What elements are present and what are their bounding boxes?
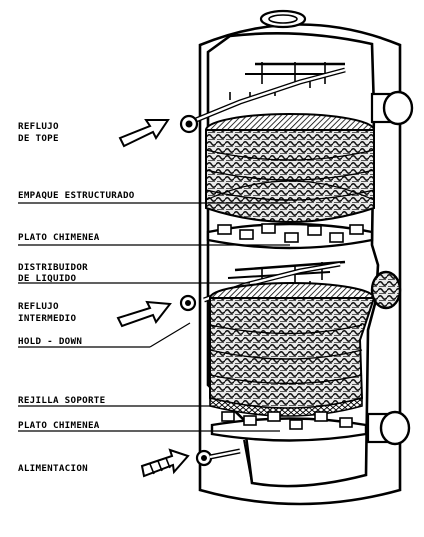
feed-arrow-icon bbox=[140, 448, 190, 478]
label-distribuidor-line1: DISTRIBUIDOR bbox=[18, 262, 88, 273]
label-reflujo-tope-line1: REFLUJO bbox=[18, 121, 59, 132]
label-reflujo-intermedio-line2: INTERMEDIO bbox=[18, 313, 76, 324]
label-alimentacion: ALIMENTACION bbox=[18, 463, 88, 474]
label-distribuidor-line2: DE LIQUIDO bbox=[18, 273, 76, 284]
top-distributor bbox=[195, 62, 346, 123]
intermediate-reflux-arrow-icon bbox=[116, 300, 172, 328]
label-rejilla-soporte: REJILLA SOPORTE bbox=[18, 395, 105, 406]
upper-chimney-tray bbox=[206, 222, 374, 250]
intermediate-reflux-nozzle bbox=[179, 294, 197, 312]
label-reflujo-tope-line2: DE TOPE bbox=[18, 133, 59, 144]
manhole-upper bbox=[370, 90, 414, 126]
leader-lines bbox=[18, 202, 290, 432]
label-empaque-estructurado: EMPAQUE ESTRUCTURADO bbox=[18, 190, 135, 201]
lower-chimney-tray bbox=[210, 411, 368, 484]
manhole-lower bbox=[366, 410, 411, 446]
top-reflux-nozzle bbox=[179, 114, 199, 134]
upper-packing-bed bbox=[205, 113, 375, 223]
labels: REFLUJO DE TOPE EMPAQUE ESTRUCTURADO PLA… bbox=[18, 121, 135, 474]
label-plato-chimenea-bottom: PLATO CHIMENEA bbox=[18, 420, 100, 431]
lower-packing-bed bbox=[209, 282, 376, 410]
label-plato-chimenea-top: PLATO CHIMENEA bbox=[18, 232, 100, 243]
manhole-middle bbox=[370, 270, 402, 310]
label-reflujo-intermedio-line1: REFLUJO bbox=[18, 301, 59, 312]
label-hold-down: HOLD - DOWN bbox=[18, 336, 82, 347]
top-reflux-arrow-icon bbox=[118, 119, 170, 148]
feed-nozzle bbox=[195, 448, 241, 467]
